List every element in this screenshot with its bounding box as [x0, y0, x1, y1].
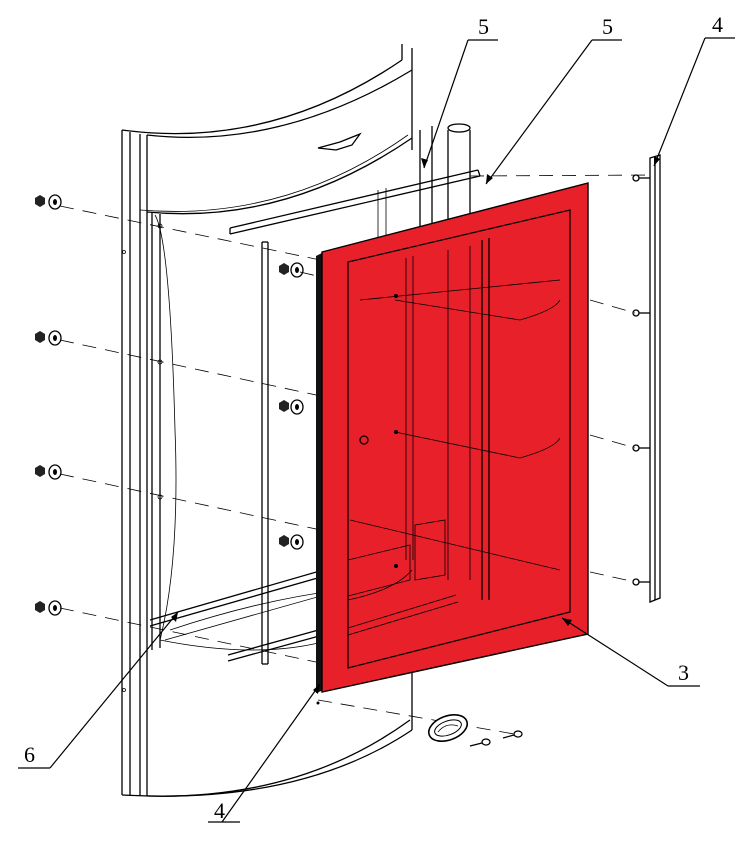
left-trim-strip: [261, 241, 269, 665]
badge-screws: [316, 701, 523, 747]
fastener-nuts: [35, 194, 304, 616]
callout-label-right-3: 3: [678, 660, 689, 685]
top-rail-assembly: [229, 169, 481, 235]
callout-label-left-6: 6: [24, 742, 35, 767]
callout-label-top-right-5: 5: [602, 14, 613, 39]
logo-badge: [427, 714, 469, 742]
callout-label-top-left-5: 5: [478, 14, 489, 39]
callout-label-top-4: 4: [712, 12, 723, 37]
callout-leaders: [18, 37, 735, 823]
right-trim-strip: [632, 154, 661, 603]
callout-label-bottom-4: 4: [214, 798, 225, 823]
highlighted-door-panel: [316, 182, 589, 693]
